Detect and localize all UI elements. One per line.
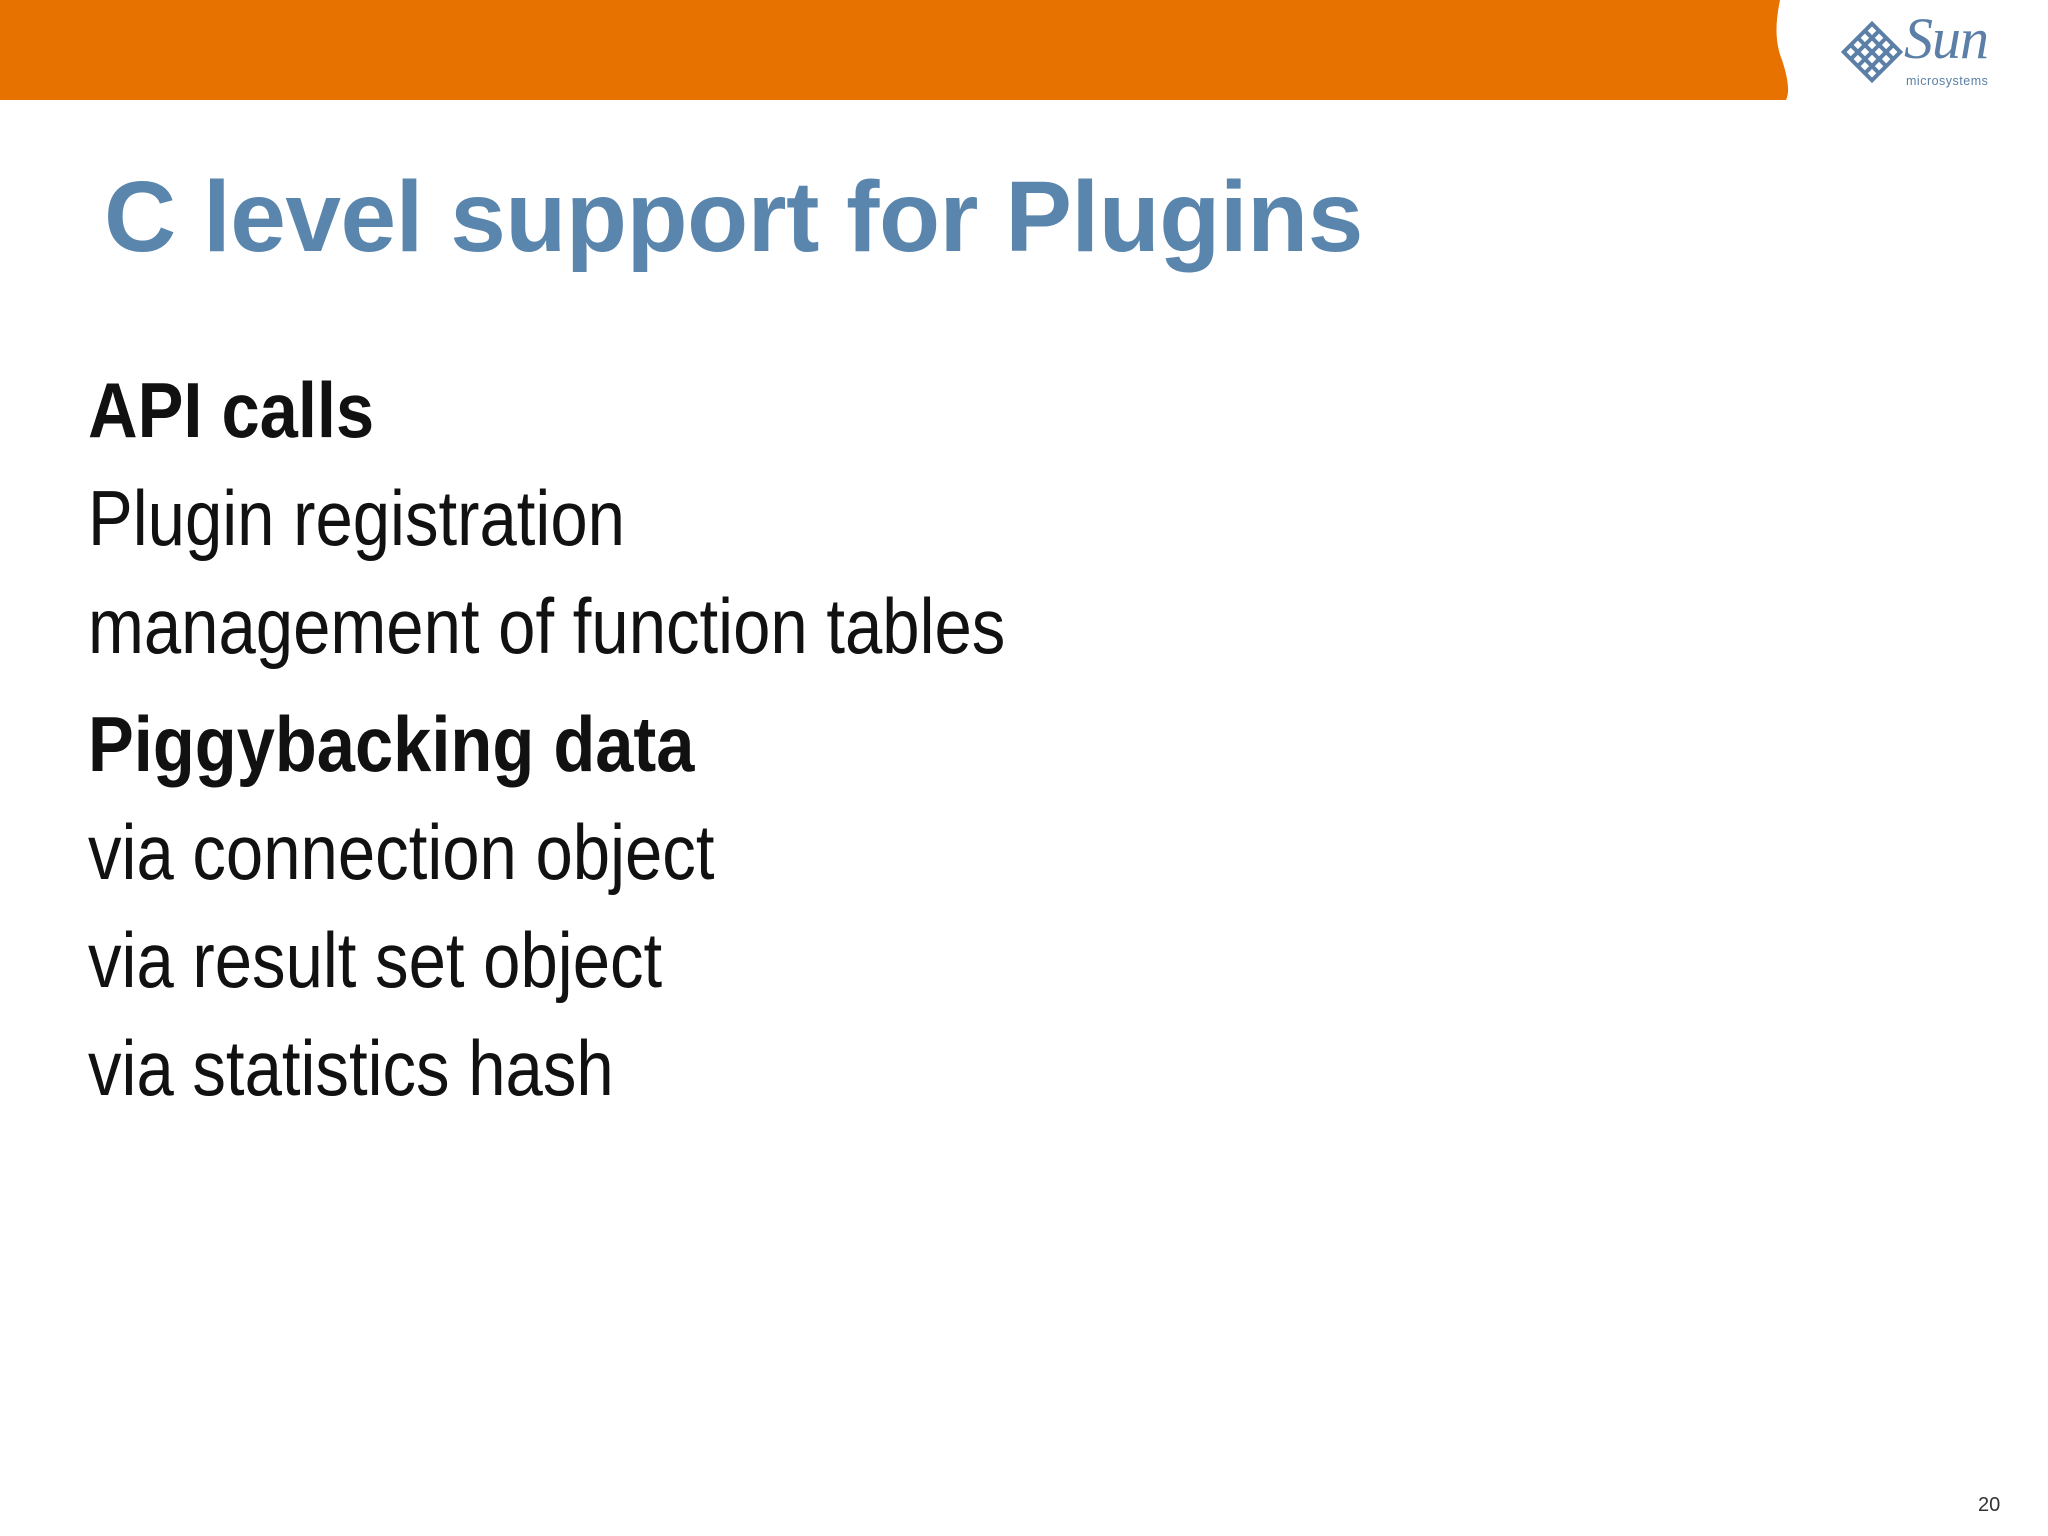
- section-api-calls: API calls Plugin registration management…: [88, 356, 1788, 680]
- slide-content: API calls Plugin registration management…: [88, 356, 1788, 1132]
- list-item: via statistics hash: [88, 1024, 614, 1112]
- section-heading: Piggybacking data: [88, 700, 695, 788]
- list-item: via connection object: [88, 808, 715, 896]
- sun-diamond-logo-icon: [1840, 20, 1904, 84]
- section-heading: API calls: [88, 366, 375, 454]
- list-item: management of function tables: [88, 582, 1006, 670]
- sun-logo: Sun microsystems: [1838, 10, 2008, 94]
- list-item: via result set object: [88, 916, 663, 1004]
- slide-title: C level support for Plugins: [104, 161, 1363, 273]
- list-item: Plugin registration: [88, 474, 625, 562]
- header-band: [0, 0, 1789, 100]
- page-number: 20: [1978, 1494, 2001, 1516]
- section-piggybacking-data: Piggybacking data via connection object …: [88, 690, 1788, 1122]
- logo-wordmark: Sun: [1904, 6, 1989, 71]
- logo-subtext: microsystems: [1906, 74, 1989, 88]
